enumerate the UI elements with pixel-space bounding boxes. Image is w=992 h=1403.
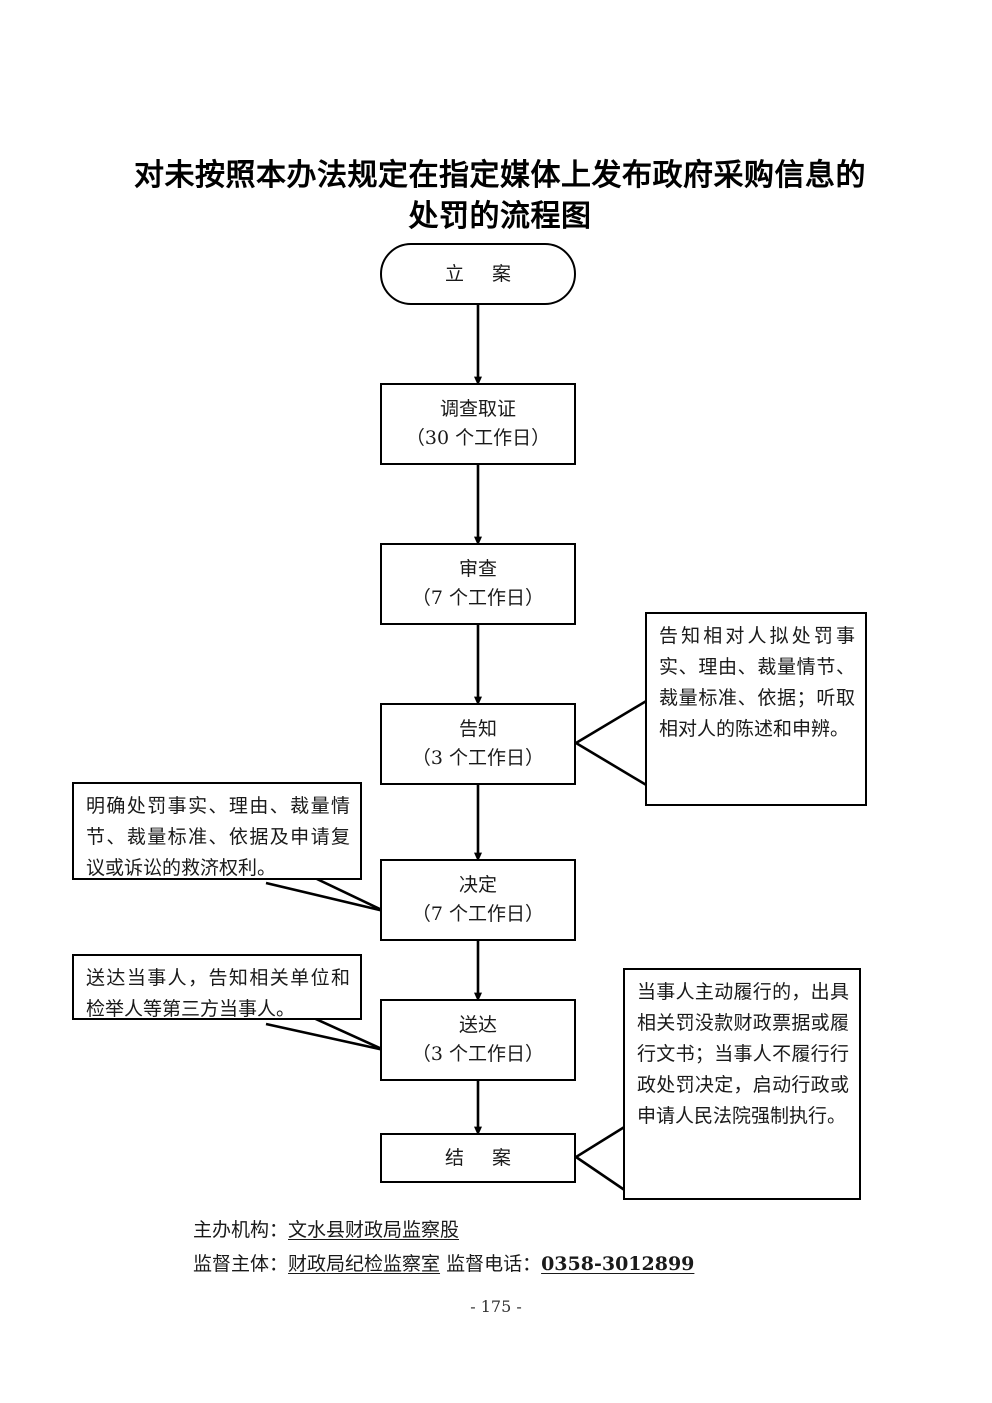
callout-tail-notify-note [573,698,649,788]
annotation-notify-note[interactable]: 告知相对人拟处罚事实、理由、裁量情节、裁量标准、依据；听取相对人的陈述和申辨。 [645,612,867,806]
flow-node-review[interactable]: 审查 （7 个工作日） [380,543,576,625]
flow-node-close-line1: 结 案 [444,1146,523,1169]
annotation-close-note-text: 当事人主动履行的，出具相关罚没款财政票据或履行文书；当事人不履行行政处罚决定，启… [637,981,849,1127]
footer-phone-value: 0358-3012899 [541,1253,695,1275]
flow-node-investigate-line2: （30 个工作日） [405,427,551,449]
annotation-notify-note-text: 告知相对人拟处罚事实、理由、裁量情节、裁量标准、依据；听取相对人的陈述和申辨。 [659,625,855,740]
annotation-service-note-text: 送达当事人，告知相关单位和检举人等第三方当事人。 [86,967,350,1020]
flow-node-investigate[interactable]: 调查取证 （30 个工作日） [380,383,576,465]
flow-node-start[interactable]: 立 案 [380,243,576,305]
flow-node-close[interactable]: 结 案 [380,1133,576,1183]
footer-organizer-value: 文水县财政局监察股 [288,1219,460,1241]
footer-phone-label: 监督电话： [440,1253,542,1275]
flow-node-decision-line1: 决定 [458,874,497,896]
flow-node-review-line1: 审查 [458,558,497,580]
flow-node-decision[interactable]: 决定 （7 个工作日） [380,859,576,941]
footer-organizer-label: 主办机构： [193,1219,289,1241]
flow-node-notify-line1: 告知 [458,718,497,740]
flow-node-review-line2: （7 个工作日） [411,587,545,609]
annotation-decision-note[interactable]: 明确处罚事实、理由、裁量情节、裁量标准、依据及申请复议或诉讼的救济权利。 [72,782,362,880]
annotation-close-note[interactable]: 当事人主动履行的，出具相关罚没款财政票据或履行文书；当事人不履行行政处罚决定，启… [623,968,861,1200]
flow-node-notify-line2: （3 个工作日） [411,747,545,769]
flow-node-service[interactable]: 送达 （3 个工作日） [380,999,576,1081]
callout-tail-close-note [573,1124,627,1193]
footer-supervisor-value: 财政局纪检监察室 [288,1253,441,1275]
flow-node-service-line1: 送达 [458,1014,497,1036]
page-number: - 175 - [470,1297,522,1316]
footer-supervisor: 监督主体：财政局纪检监察室 监督电话：0358-3012899 [193,1249,694,1279]
flow-node-notify[interactable]: 告知 （3 个工作日） [380,703,576,785]
flow-node-decision-line2: （7 个工作日） [411,903,545,925]
annotation-decision-note-text: 明确处罚事实、理由、裁量情节、裁量标准、依据及申请复议或诉讼的救济权利。 [86,795,350,879]
annotation-service-note[interactable]: 送达当事人，告知相关单位和检举人等第三方当事人。 [72,954,362,1020]
flow-node-service-line2: （3 个工作日） [411,1043,545,1065]
flow-node-investigate-line1: 调查取证 [439,398,516,420]
footer-supervisor-label: 监督主体： [193,1253,289,1275]
page-title: 对未按照本办法规定在指定媒体上发布政府采购信息的处罚的流程图 [134,158,866,234]
flow-node-start-line1: 立 案 [444,262,523,285]
footer-organizer: 主办机构：文水县财政局监察股 [193,1215,459,1245]
